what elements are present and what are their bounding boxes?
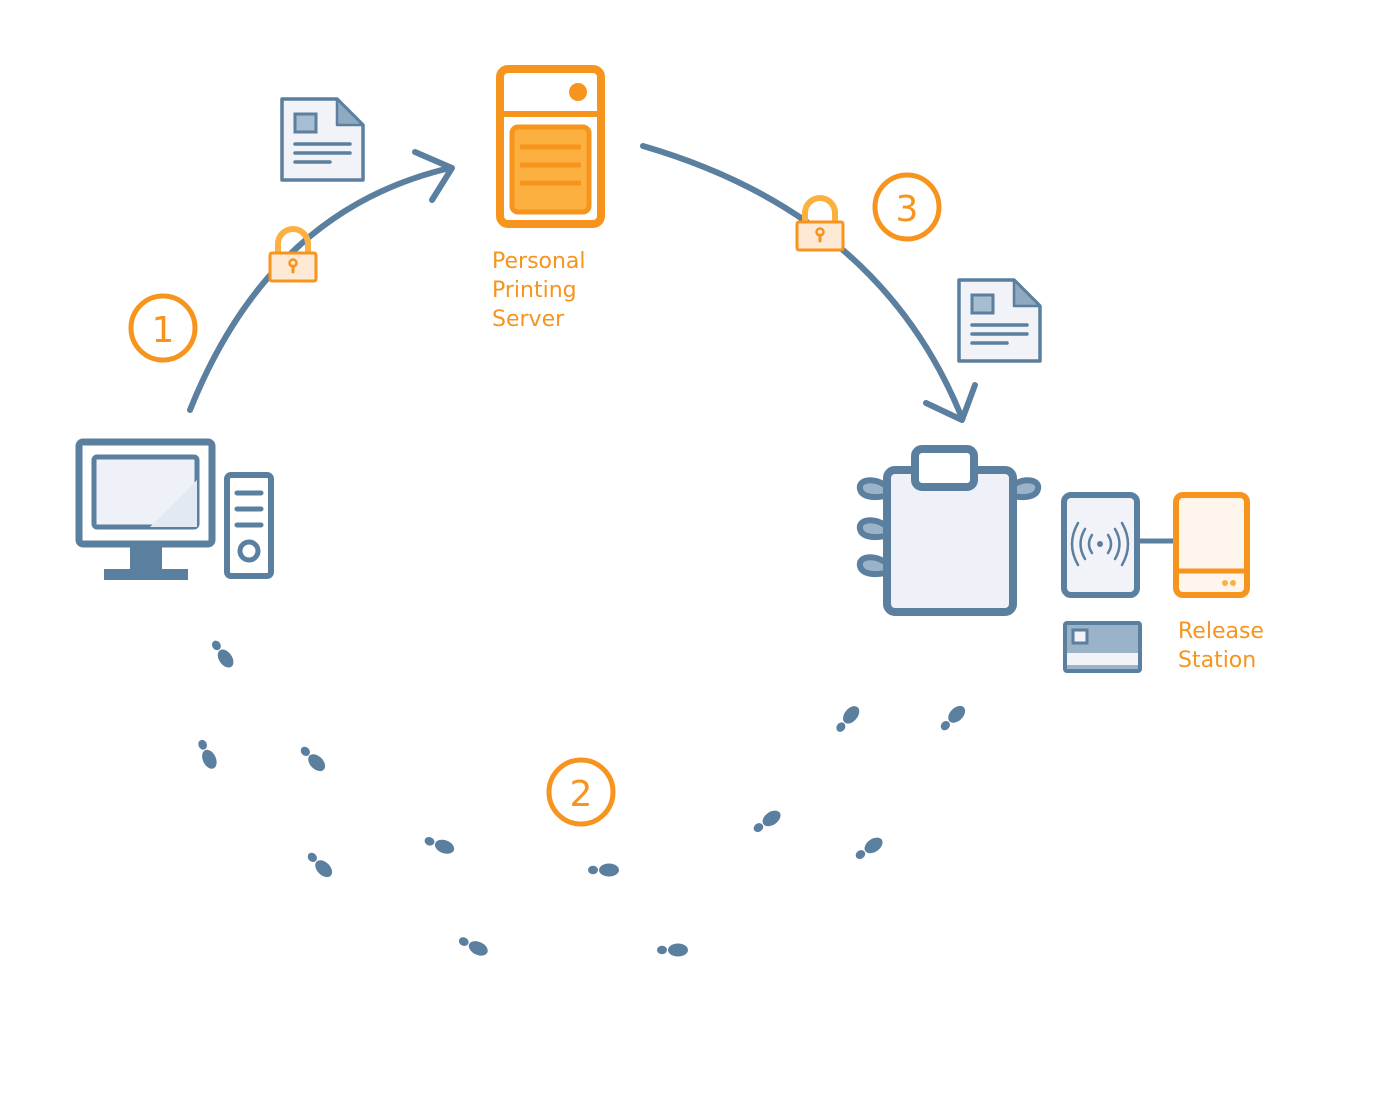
nfc-card-reader-icon [1061, 492, 1140, 598]
padlock-icon [795, 195, 845, 252]
desktop-computer-icon [75, 438, 274, 580]
footprint-icon [852, 834, 886, 863]
upload-arrow [187, 149, 455, 413]
footprint-icon [304, 849, 336, 881]
step-badge-3: 3 [872, 172, 942, 242]
printer-icon [856, 445, 1042, 616]
footprint-icon [588, 863, 619, 877]
step-badge-1: 1 [128, 293, 198, 363]
footprint-icon [208, 637, 237, 671]
svg-text:3: 3 [896, 189, 919, 230]
document-icon [280, 97, 365, 182]
step-badge-2: 2 [546, 757, 616, 827]
id-card-icon [1063, 621, 1142, 673]
footprint-icon [422, 833, 457, 857]
footprint-icon [456, 933, 491, 959]
footprint-icon [657, 943, 688, 957]
footprint-icon [832, 703, 863, 736]
server-label: Personal Printing Server [492, 249, 593, 332]
footprint-icon [750, 807, 784, 836]
document-icon [957, 278, 1042, 363]
svg-text:2: 2 [570, 774, 593, 815]
footprint-icon [297, 743, 329, 775]
padlock-icon [268, 226, 318, 283]
server-icon [496, 65, 605, 228]
release-station-label: Release Station [1178, 619, 1271, 673]
svg-text:1: 1 [152, 310, 175, 351]
release-station-icon [1173, 492, 1250, 598]
footprint-icon [194, 737, 220, 772]
footprint-icon [937, 702, 969, 734]
